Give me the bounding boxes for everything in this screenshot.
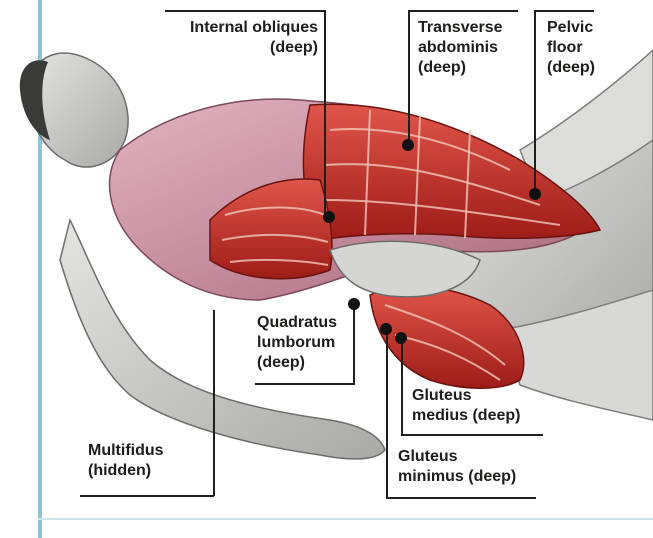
bottom-border-line	[38, 518, 653, 520]
dot-internal-obliques	[323, 211, 335, 223]
label-pelvic-line1: Pelvic	[547, 18, 595, 38]
label-quadratus-lumborum: Quadratus lumborum (deep)	[257, 313, 337, 373]
label-quadratus-line3: (deep)	[257, 353, 337, 373]
label-gluteus-minimus-line1: Gluteus	[398, 447, 516, 467]
label-internal-obliques-line2: (deep)	[170, 38, 318, 58]
dot-pelvic-floor	[529, 188, 541, 200]
label-multifidus-line1: Multifidus	[88, 441, 164, 461]
label-internal-obliques-line1: Internal obliques	[170, 18, 318, 38]
label-gluteus-minimus-line2: minimus (deep)	[398, 467, 516, 487]
label-quadratus-line1: Quadratus	[257, 313, 337, 333]
label-multifidus-line2: (hidden)	[88, 461, 164, 481]
dot-gluteus-minimus	[380, 323, 392, 335]
label-gluteus-medius: Gluteus medius (deep)	[412, 386, 520, 426]
label-pelvic-floor: Pelvic floor (deep)	[547, 18, 595, 78]
dot-transverse-abdominis	[402, 139, 414, 151]
label-transverse-line3: (deep)	[418, 58, 503, 78]
dot-gluteus-medius	[395, 332, 407, 344]
label-internal-obliques: Internal obliques (deep)	[170, 18, 318, 58]
label-pelvic-line3: (deep)	[547, 58, 595, 78]
label-quadratus-line2: lumborum	[257, 333, 337, 353]
label-pelvic-line2: floor	[547, 38, 595, 58]
label-gluteus-medius-line2: medius (deep)	[412, 406, 520, 426]
label-multifidus: Multifidus (hidden)	[88, 441, 164, 481]
label-gluteus-minimus: Gluteus minimus (deep)	[398, 447, 516, 487]
label-transverse-abdominis: Transverse abdominis (deep)	[418, 18, 503, 78]
dot-quadratus-lumborum	[348, 298, 360, 310]
label-transverse-line2: abdominis	[418, 38, 503, 58]
label-transverse-line1: Transverse	[418, 18, 503, 38]
label-gluteus-medius-line1: Gluteus	[412, 386, 520, 406]
